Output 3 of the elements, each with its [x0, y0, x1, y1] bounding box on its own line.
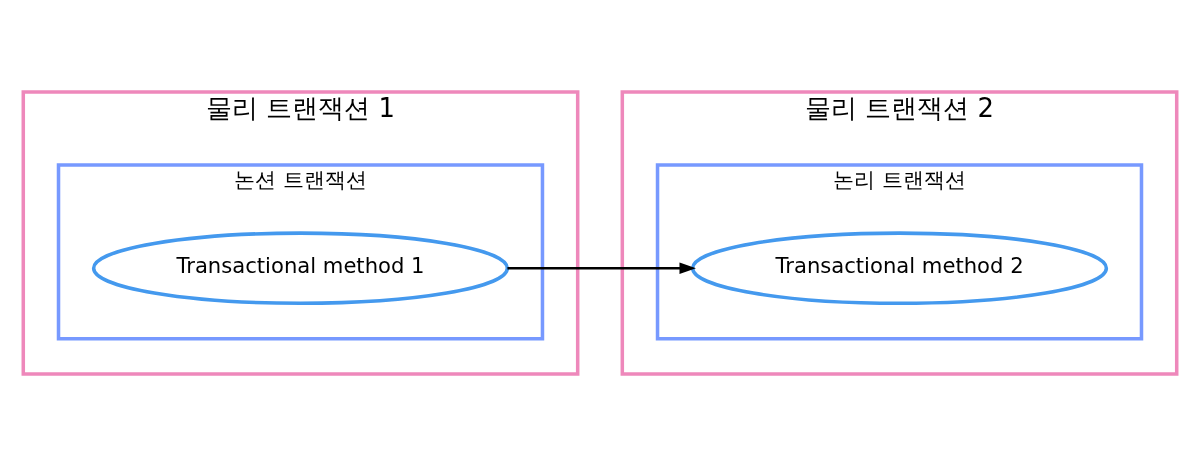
- node-ellipse: Transactional method 1: [91, 231, 510, 306]
- arrow: [507, 262, 696, 274]
- node-ellipse: Transactional method 2: [690, 231, 1109, 306]
